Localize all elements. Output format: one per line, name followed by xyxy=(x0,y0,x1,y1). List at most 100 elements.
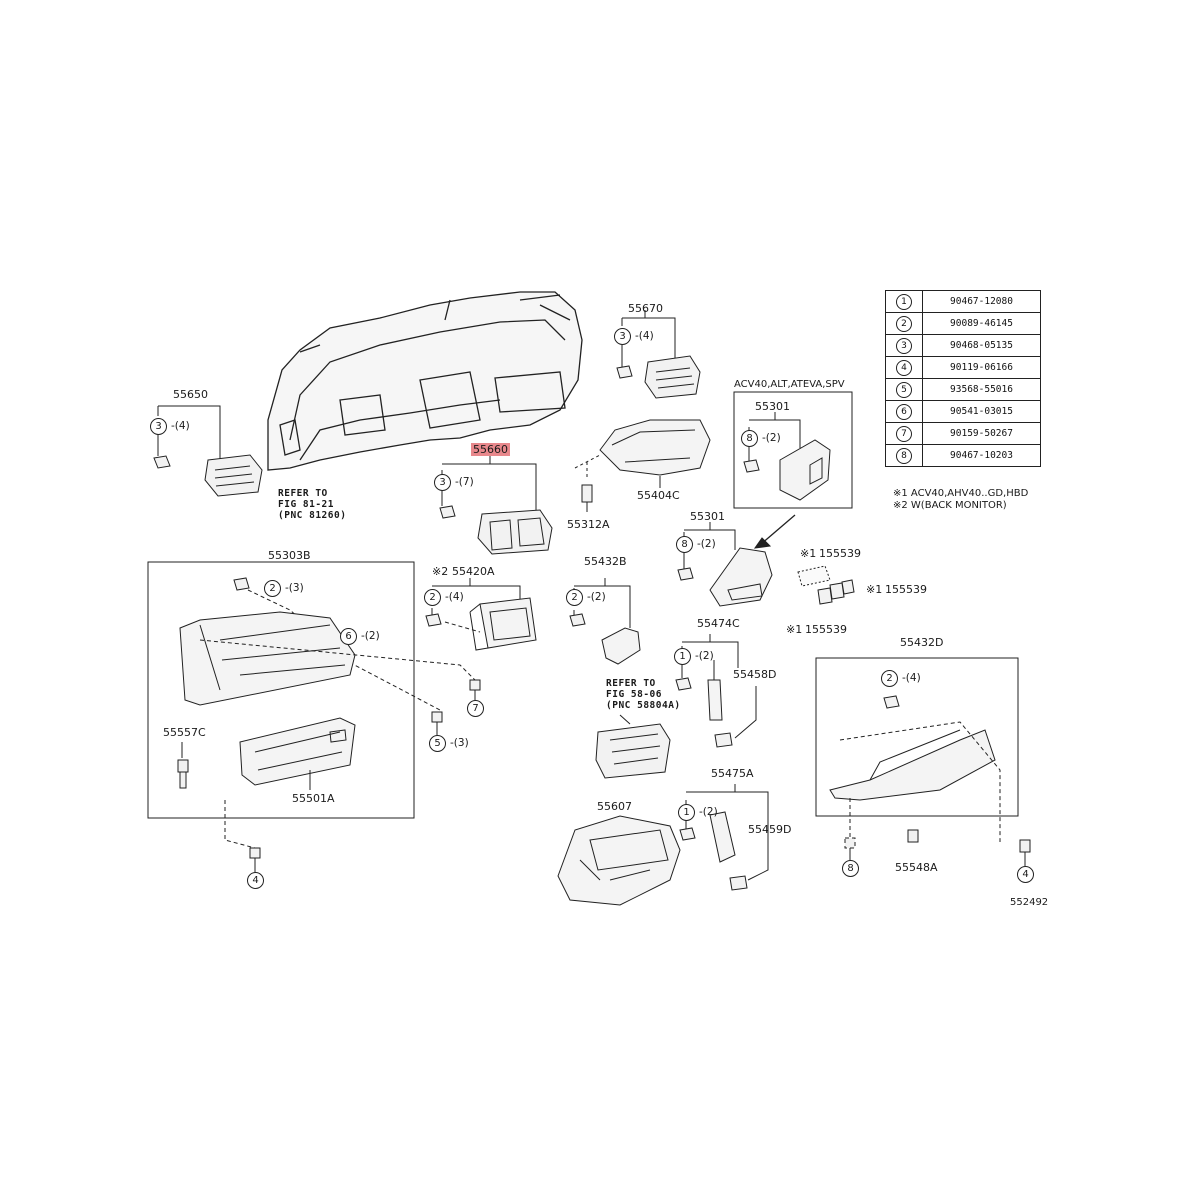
callout-circle: 1 xyxy=(678,804,695,821)
ref-num: 4 xyxy=(896,359,912,376)
ref-part: 90119-06166 xyxy=(922,356,1041,379)
part-label-55301: 55301 xyxy=(690,510,725,523)
table-row: 6 90541-03015 xyxy=(885,400,1041,423)
callout-qty: -(4) xyxy=(635,330,654,342)
mark-2-prefix: ※2 xyxy=(432,565,449,578)
mark-1-prefix-b: ※1 xyxy=(866,583,883,596)
ref-num: 2 xyxy=(896,315,912,332)
part-label-55312A: 55312A xyxy=(567,518,610,531)
center-vent-55660 xyxy=(477,509,553,555)
part-label-55404C: 55404C xyxy=(637,489,680,502)
part-label-55548A: 55548A xyxy=(895,861,938,874)
trim-panel-55301-variant xyxy=(779,439,831,501)
part-label-55539-b: 155539 xyxy=(885,583,927,596)
ref-num: 3 xyxy=(896,337,912,354)
lower-cover-55432D xyxy=(829,729,996,801)
reference-parts-table: 1 90467-12080 2 90089-46145 3 90468-05135 4… xyxy=(885,290,1041,467)
mark-1-prefix-a: ※1 xyxy=(800,547,817,560)
callout-circle: 2 xyxy=(424,589,441,606)
part-label-55459D: 55459D xyxy=(748,823,792,836)
part-label-55458D: 55458D xyxy=(733,668,777,681)
callout-circle: 2 xyxy=(566,589,583,606)
ref-num: 1 xyxy=(896,293,912,310)
table-row: 8 90467-10203 xyxy=(885,444,1041,467)
part-label-55501A: 55501A xyxy=(292,792,335,805)
part-label-55607: 55607 xyxy=(597,800,632,813)
callout-circle: 3 xyxy=(614,328,631,345)
table-row: 4 90119-06166 xyxy=(885,356,1041,379)
callout-circle: 3 xyxy=(434,474,451,491)
center-console-unit xyxy=(595,723,671,779)
ref-part: 90467-12080 xyxy=(922,290,1041,313)
ref-num: 8 xyxy=(896,447,912,464)
callout-qty: -(4) xyxy=(171,420,190,432)
dashboard-assembly xyxy=(267,291,583,471)
display-bezel-55420A xyxy=(469,597,537,651)
ref-part: 90467-10203 xyxy=(922,444,1041,467)
callout-qty: -(7) xyxy=(455,476,474,488)
callout-circle: 5 xyxy=(429,735,446,752)
part-label-55557C: 55557C xyxy=(163,726,206,739)
callout-qty: -(2) xyxy=(699,806,718,818)
ref-part: 90468-05135 xyxy=(922,334,1041,357)
callout-qty: -(3) xyxy=(450,737,469,749)
part-label-55474C: 55474C xyxy=(697,617,740,630)
footnote-1: ※1 ACV40,AHV40..GD,HBD xyxy=(893,488,1029,499)
callout-qty: -(4) xyxy=(445,591,464,603)
part-label-55539-a: 155539 xyxy=(819,547,861,560)
callout-circle: 8 xyxy=(842,860,859,877)
callout-circle: 4 xyxy=(1017,866,1034,883)
cover-55432B xyxy=(601,627,641,665)
ref-num: 5 xyxy=(896,381,912,398)
side-vent-55650 xyxy=(204,454,263,497)
part-label-55539-c: 155539 xyxy=(805,623,847,636)
part-label-55650: 55650 xyxy=(173,388,208,401)
callout-circle: 2 xyxy=(264,580,281,597)
callout-qty: -(2) xyxy=(762,432,781,444)
callout-qty: -(3) xyxy=(285,582,304,594)
part-label-55660: 55660 xyxy=(471,443,510,456)
right-vent-55670 xyxy=(644,355,701,399)
glove-box-55303B xyxy=(179,611,356,706)
callout-qty: -(2) xyxy=(587,591,606,603)
callout-circle: 1 xyxy=(674,648,691,665)
part-label-55303B: 55303B xyxy=(268,549,311,562)
callout-qty: -(2) xyxy=(697,538,716,550)
callout-circle: 8 xyxy=(741,430,758,447)
callout-circle: 6 xyxy=(340,628,357,645)
trim-panel-55301 xyxy=(709,547,773,607)
part-label-55301-variant: 55301 xyxy=(755,400,790,413)
callout-circle: 3 xyxy=(150,418,167,435)
glove-box-door-55501A xyxy=(239,717,356,786)
table-row: 2 90089-46145 xyxy=(885,312,1041,335)
footnote-2: ※2 W(BACK MONITOR) xyxy=(893,500,1007,511)
callout-circle: 7 xyxy=(467,700,484,717)
table-row: 5 93568-55016 xyxy=(885,378,1041,401)
table-row: 7 90159-50267 xyxy=(885,422,1041,445)
callout-circle: 8 xyxy=(676,536,693,553)
lower-panel-55607 xyxy=(557,815,681,906)
part-label-55670: 55670 xyxy=(628,302,663,315)
callout-qty: -(2) xyxy=(695,650,714,662)
refer-note-81-21: REFER TO FIG 81-21 (PNC 81260) xyxy=(278,488,347,521)
table-row: 1 90467-12080 xyxy=(885,290,1041,313)
part-label-55475A: 55475A xyxy=(711,767,754,780)
refer-note-58-06: REFER TO FIG 58-06 (PNC 58804A) xyxy=(606,678,681,711)
ref-num: 6 xyxy=(896,403,912,420)
callout-circle: 2 xyxy=(881,670,898,687)
ref-part: 90159-50267 xyxy=(922,422,1041,445)
ref-part: 93568-55016 xyxy=(922,378,1041,401)
ref-part: 90541-03015 xyxy=(922,400,1041,423)
ref-num: 7 xyxy=(896,425,912,442)
part-label-55432B: 55432B xyxy=(584,555,627,568)
figure-id: 552492 xyxy=(1010,897,1049,908)
variant-note: ACV40,ALT,ATEVA,SPV xyxy=(734,379,845,390)
table-row: 3 90468-05135 xyxy=(885,334,1041,357)
callout-qty: -(2) xyxy=(361,630,380,642)
part-label-55432D: 55432D xyxy=(900,636,944,649)
cluster-hood-55404C xyxy=(599,419,711,476)
part-label-55420A: 55420A xyxy=(452,565,495,578)
callout-circle: 4 xyxy=(247,872,264,889)
ref-part: 90089-46145 xyxy=(922,312,1041,335)
